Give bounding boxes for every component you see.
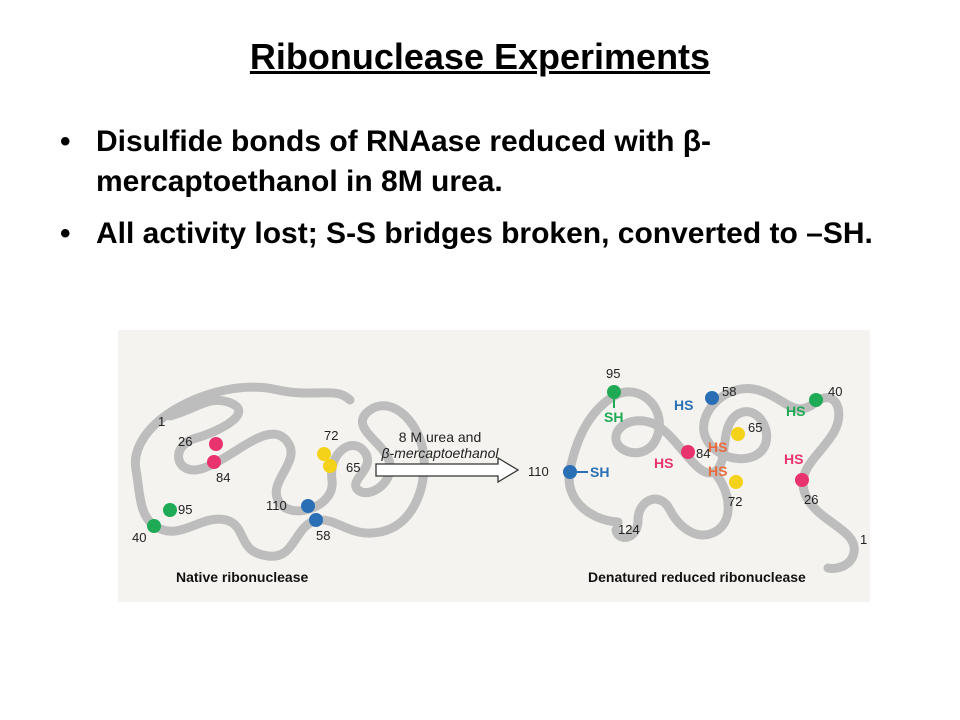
- thiol-label-hs: HS: [708, 439, 727, 455]
- denatured-cys72-dot: [729, 475, 743, 489]
- native-residue-label: 110: [266, 498, 287, 513]
- arrow-label-line1: 8 M urea and: [399, 429, 482, 445]
- ribonuclease-diagram: 1 26 84 72 65 110 95 58 40 8 M urea and …: [118, 330, 870, 602]
- denatured-cys84-dot: [681, 445, 695, 459]
- thiol-label-sh: SH: [590, 464, 609, 480]
- native-cys58-dot: [309, 513, 323, 527]
- native-residue-label: 26: [178, 434, 192, 449]
- bullet-text: All activity lost; S-S bridges broken, c…: [96, 217, 873, 250]
- arrow-label-line2: β-mercaptoethanol: [381, 445, 500, 461]
- denatured-backbone-path: [564, 384, 859, 573]
- native-cys26-dot: [209, 437, 223, 451]
- native-cys40-dot: [147, 519, 161, 533]
- native-residue-label: 58: [316, 528, 330, 543]
- slide-title: Ribonuclease Experiments: [249, 36, 711, 77]
- bullet-dot-icon: •: [60, 125, 71, 158]
- native-caption: Native ribonuclease: [176, 569, 308, 585]
- arrow-shape-icon: [375, 456, 520, 484]
- denatured-residue-label: 58: [722, 384, 736, 399]
- thiol-label-hs: HS: [674, 397, 693, 413]
- denatured-backbone-tail: [611, 467, 733, 542]
- native-cys110-dot: [301, 499, 315, 513]
- denatured-cys26-dot: [795, 473, 809, 487]
- thiol-label-hs: HS: [784, 451, 803, 467]
- reaction-arrow: 8 M urea and β-mercaptoethanol: [375, 429, 520, 484]
- denatured-caption: Denatured reduced ribonuclease: [588, 569, 806, 585]
- native-cys95-dot: [163, 503, 177, 517]
- native-residue-label: 95: [178, 502, 192, 517]
- bullet-list: • Disulfide bonds of RNAase reduced with…: [60, 122, 900, 266]
- native-cys65-dot: [323, 459, 337, 473]
- denatured-residue-label: 72: [728, 494, 742, 509]
- denatured-cys65-dot: [731, 427, 745, 441]
- denatured-cys95-dot: [607, 385, 621, 399]
- thiol-label-hs: HS: [786, 403, 805, 419]
- denatured-chain: [564, 384, 859, 573]
- denatured-residue-label: 1: [860, 532, 867, 547]
- denatured-residue-label: 95: [606, 366, 620, 381]
- native-residue-label: 84: [216, 470, 230, 485]
- thiol-label-hs: HS: [708, 463, 727, 479]
- denatured-cys110-dot: [563, 465, 577, 479]
- denatured-residue-label: 40: [828, 384, 842, 399]
- native-residue-label: 40: [132, 530, 146, 545]
- native-chain: [130, 382, 429, 561]
- denatured-cys58-dot: [705, 391, 719, 405]
- denatured-residue-label: 124: [618, 522, 640, 537]
- bullet-item: • All activity lost; S-S bridges broken,…: [60, 214, 900, 254]
- native-cys72-dot: [317, 447, 331, 461]
- bullet-item: • Disulfide bonds of RNAase reduced with…: [60, 122, 900, 202]
- denatured-residue-label: 84: [696, 446, 710, 461]
- denatured-residue-label: 65: [748, 420, 762, 435]
- denatured-residue-label: 26: [804, 492, 818, 507]
- native-backbone-path: [130, 382, 429, 561]
- bullet-dot-icon: •: [60, 217, 71, 250]
- thiol-label-sh: SH: [604, 409, 623, 425]
- thiol-label-hs: HS: [654, 455, 673, 471]
- native-residue-label: 65: [346, 460, 360, 475]
- bullet-text: Disulfide bonds of RNAase reduced with β…: [96, 125, 712, 198]
- denatured-cys40-dot: [809, 393, 823, 407]
- native-cys84-dot: [207, 455, 221, 469]
- ribonuclease-figure: 1 26 84 72 65 110 95 58 40 8 M urea and …: [118, 330, 870, 602]
- native-residue-label: 72: [324, 428, 338, 443]
- native-residue-label: 1: [158, 414, 165, 429]
- denatured-residue-label: 110: [528, 464, 549, 479]
